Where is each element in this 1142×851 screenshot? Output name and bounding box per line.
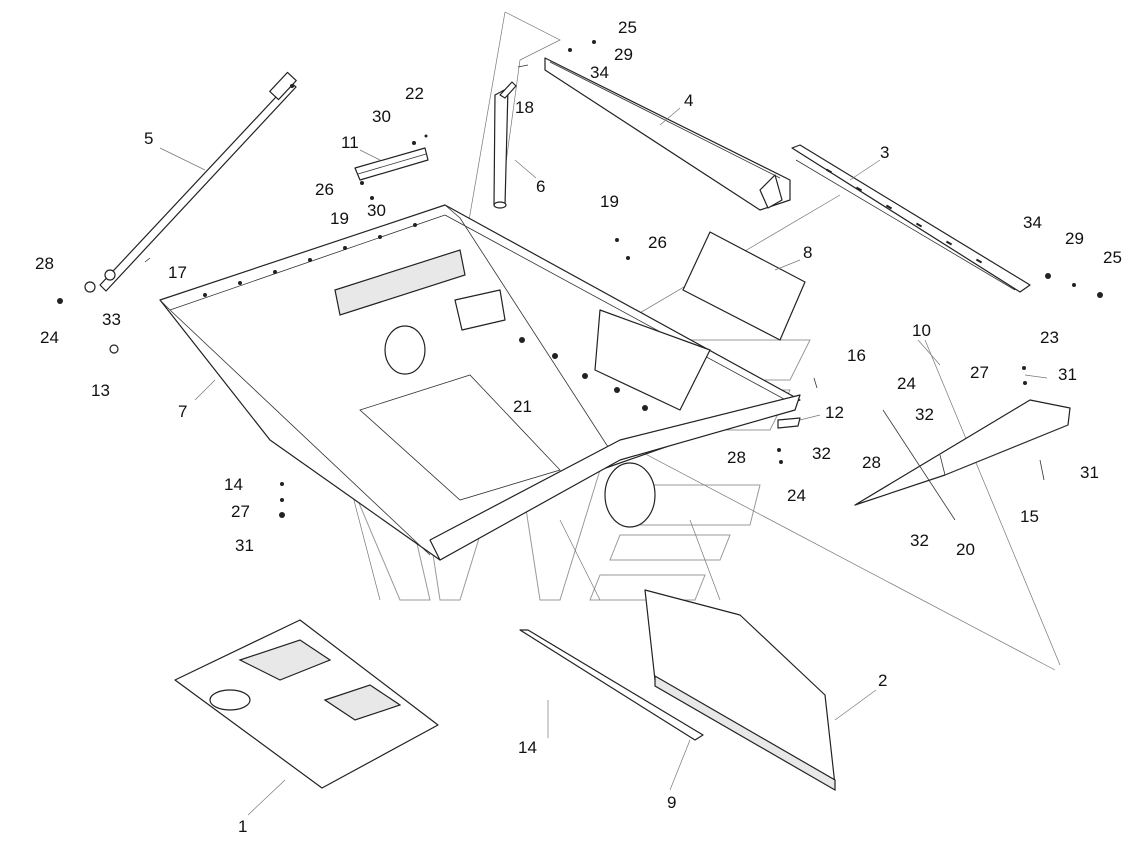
fasteners bbox=[57, 40, 1103, 521]
part-9-strip bbox=[519, 629, 704, 741]
callout-32b: 32 bbox=[812, 444, 831, 463]
callout-24a: 24 bbox=[40, 328, 59, 347]
part-2-deflector bbox=[644, 589, 836, 792]
callout-29b: 29 bbox=[1065, 229, 1084, 248]
part-10-chute bbox=[854, 399, 1071, 506]
callout-29a: 29 bbox=[614, 45, 633, 64]
callout-6: 6 bbox=[536, 177, 545, 196]
callout-leaders bbox=[159, 107, 1048, 816]
callout-17: 17 bbox=[168, 263, 187, 282]
callout-30b: 30 bbox=[367, 201, 386, 220]
callout-30a: 30 bbox=[372, 107, 391, 126]
part-12-bracket bbox=[777, 417, 801, 429]
callout-12: 12 bbox=[825, 403, 844, 422]
callout-4: 4 bbox=[684, 91, 693, 110]
callout-23: 23 bbox=[1040, 328, 1059, 347]
callout-28a: 28 bbox=[35, 254, 54, 273]
callout-34a: 34 bbox=[590, 63, 609, 82]
callout-31a: 31 bbox=[235, 536, 254, 555]
callout-14b: 14 bbox=[518, 738, 537, 757]
callout-18: 18 bbox=[515, 98, 534, 117]
callout-22: 22 bbox=[405, 84, 424, 103]
callout-labels: 1 2 3 4 5 6 7 8 9 10 11 12 13 14 14 15 1… bbox=[35, 18, 1122, 836]
callout-27a: 27 bbox=[231, 502, 250, 521]
callout-27b: 27 bbox=[970, 363, 989, 382]
callout-26b: 26 bbox=[648, 233, 667, 252]
callout-7: 7 bbox=[178, 402, 187, 421]
part-8-panel bbox=[682, 231, 806, 341]
callout-26a: 26 bbox=[315, 180, 334, 199]
callout-14a: 14 bbox=[224, 475, 243, 494]
part-1-bottom-plate bbox=[174, 619, 439, 789]
callout-5: 5 bbox=[144, 129, 153, 148]
callout-3: 3 bbox=[880, 143, 889, 162]
callout-11: 11 bbox=[341, 133, 359, 152]
part-7-hopper-body bbox=[159, 204, 801, 561]
callout-34b: 34 bbox=[1023, 213, 1042, 232]
part-5-rod bbox=[99, 71, 297, 292]
callout-32a: 32 bbox=[915, 405, 934, 424]
callout-1: 1 bbox=[238, 817, 247, 836]
callout-9: 9 bbox=[667, 793, 676, 812]
callout-19a: 19 bbox=[330, 209, 349, 228]
part-3-slotted-bar bbox=[791, 144, 1031, 293]
part-6-pipe bbox=[493, 81, 517, 209]
part-4-top-angle bbox=[544, 57, 791, 211]
callout-19b: 19 bbox=[600, 192, 619, 211]
callout-20: 20 bbox=[956, 540, 975, 559]
callout-28c: 28 bbox=[727, 448, 746, 467]
callout-24b: 24 bbox=[897, 374, 916, 393]
callout-28b: 28 bbox=[862, 453, 881, 472]
callout-21: 21 bbox=[513, 397, 532, 416]
callout-15: 15 bbox=[1020, 507, 1039, 526]
callout-13: 13 bbox=[91, 381, 110, 400]
callout-32c: 32 bbox=[910, 531, 929, 550]
callout-8: 8 bbox=[803, 243, 812, 262]
part-11-channel bbox=[354, 147, 429, 181]
callout-24c: 24 bbox=[787, 486, 806, 505]
callout-31c: 31 bbox=[1080, 463, 1099, 482]
callout-25b: 25 bbox=[1103, 248, 1122, 267]
callout-31b: 31 bbox=[1058, 365, 1077, 384]
callout-2: 2 bbox=[878, 671, 887, 690]
callout-25a: 25 bbox=[618, 18, 637, 37]
callout-16: 16 bbox=[847, 346, 866, 365]
callout-33: 33 bbox=[102, 310, 121, 329]
callout-10: 10 bbox=[912, 321, 931, 340]
